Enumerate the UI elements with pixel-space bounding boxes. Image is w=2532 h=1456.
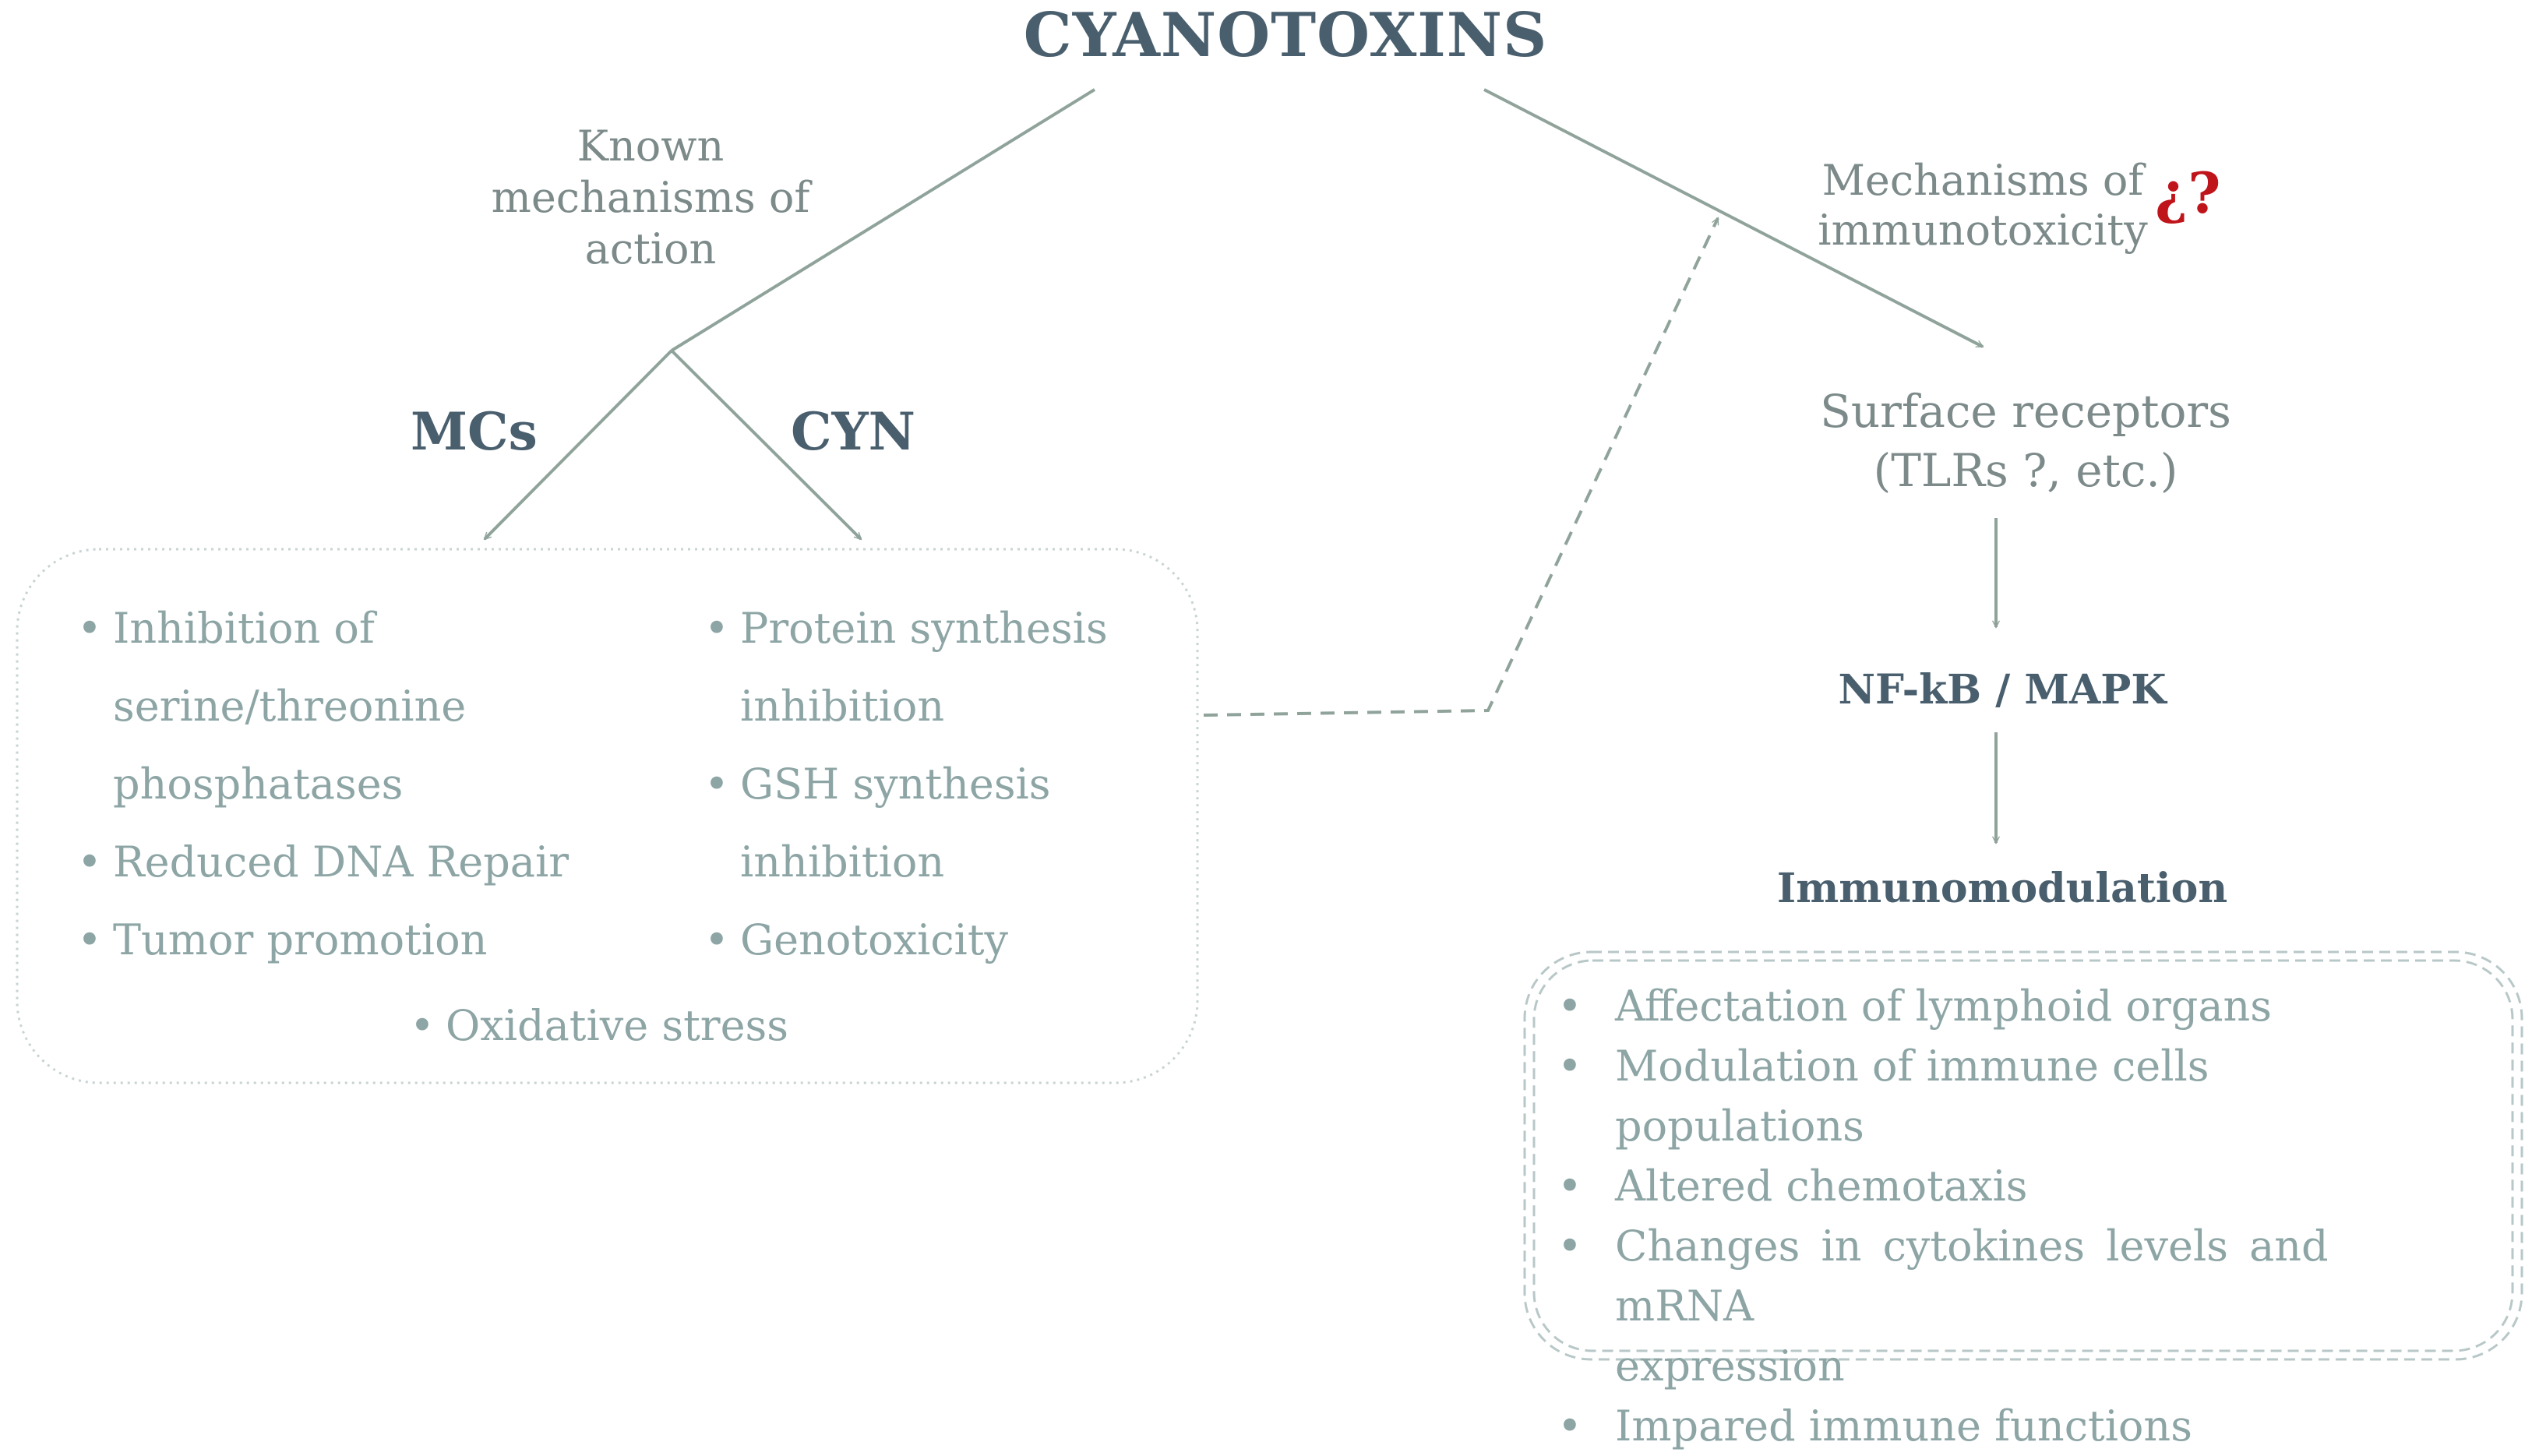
immune-effect-line: Affectation of lymphoid organs <box>1615 982 2273 1031</box>
immunotoxicity-line-1: Mechanisms of <box>1821 156 2144 205</box>
immunotoxicity-arrow <box>1483 88 1983 348</box>
cyn-effect-line: GSH synthesis <box>740 760 1051 809</box>
bullet: • <box>1557 1222 1582 1271</box>
surface-receptors-line-1: Surface receptors <box>1820 385 2231 438</box>
mcs-effect-item: • Inhibition of serine/threonine phospha… <box>77 590 569 823</box>
known-mechanisms-line-3: action <box>584 224 717 273</box>
cyn-label: CYN <box>791 401 915 462</box>
cyn-effects-list: • Protein synthesis inhibition • GSH syn… <box>704 590 1108 979</box>
bullet: • <box>1557 1162 1582 1211</box>
diagram-connectors <box>16 88 2523 1361</box>
immunotoxicity-line-2: immunotoxicity <box>1818 206 2148 255</box>
immune-effects-box-outer-border <box>1523 950 2523 1361</box>
bullet: • <box>77 604 102 653</box>
mcs-effect-item: • Reduced DNA Repair <box>77 823 570 901</box>
immune-effect-item: • Altered chemotaxis <box>1557 1156 2464 1216</box>
known-mechanisms-connector <box>670 88 1096 352</box>
bullet: • <box>704 604 729 653</box>
mcs-effect-line: Reduced DNA Repair <box>113 837 570 887</box>
immune-effect-line: expression <box>1615 1341 1845 1391</box>
mcs-arrow <box>485 349 673 539</box>
immune-effect-line: Altered chemotaxis <box>1615 1162 2028 1211</box>
cyn-effect-item: • Genotoxicity <box>704 901 1108 979</box>
cyn-effect-line: Protein synthesis <box>740 604 1108 653</box>
bullet: • <box>77 837 102 887</box>
immune-effect-line: Impared immune functions <box>1615 1401 2192 1451</box>
dashed-link-arrow <box>1203 218 1719 717</box>
mcs-effect-line: Inhibition of <box>113 604 375 653</box>
immunomodulation-label: Immunomodulation <box>1776 865 2228 912</box>
mcs-label: MCs <box>411 401 538 462</box>
immune-effect-line: Changes in cytokines levels and mRNA <box>1615 1222 2329 1331</box>
question-mark: ¿? <box>2155 160 2221 226</box>
known-mechanisms-line-2: mechanisms of <box>491 173 810 222</box>
mechanisms-box-border <box>16 548 1199 1084</box>
cyn-effect-line: inhibition <box>740 837 945 887</box>
immune-effect-item: • Modulation of immune cells populations <box>1557 1036 2464 1156</box>
shared-effect-line: Oxidative stress <box>446 1001 788 1050</box>
immune-effect-item: • Affectation of lymphoid organs <box>1557 976 2464 1036</box>
immune-effect-line: Modulation of immune cells populations <box>1615 1042 2209 1151</box>
mcs-effects-list: • Inhibition of serine/threonine phospha… <box>77 590 570 979</box>
bullet: • <box>704 915 729 964</box>
surface-receptors-line-2: (TLRs ?, etc.) <box>1873 444 2178 497</box>
bullet: • <box>1557 982 1582 1031</box>
cyn-effect-item: • GSH synthesis inhibition <box>704 746 1108 901</box>
immune-effects-list: • Affectation of lymphoid organs • Modul… <box>1557 976 2464 1456</box>
known-mechanisms-label: Known mechanisms of action <box>467 121 834 275</box>
immune-effect-item: • Changes in cytokines levels and mRNA e… <box>1557 1216 2464 1396</box>
shared-effect-item: • Oxidative stress <box>410 987 788 1065</box>
bullet: • <box>704 760 729 809</box>
cyn-effect-line: inhibition <box>740 682 945 731</box>
bullet: • <box>410 1001 435 1050</box>
bullet: • <box>77 915 102 964</box>
surface-receptors-label: Surface receptors (TLRs ?, etc.) <box>1730 382 2322 500</box>
cyn-effect-line: Genotoxicity <box>740 915 1009 964</box>
immune-effect-item: • Impared immune functions <box>1557 1396 2464 1456</box>
immunotoxicity-label: Mechanisms of immunotoxicity <box>1800 156 2166 256</box>
mcs-effect-line: Tumor promotion <box>113 915 488 964</box>
known-mechanisms-line-1: Known <box>577 122 725 171</box>
cyn-arrow <box>670 349 861 539</box>
pathway-label: NF-kB / MAPK <box>1838 666 2167 714</box>
diagram-title: CYANOTOXINS <box>1023 0 1548 71</box>
mcs-effect-line: phosphatases <box>113 760 404 809</box>
shared-effect-list: • Oxidative stress <box>410 987 788 1065</box>
cyn-effect-item: • Protein synthesis inhibition <box>704 590 1108 746</box>
mcs-effect-line: serine/threonine <box>113 682 467 731</box>
mcs-effect-item: • Tumor promotion <box>77 901 569 979</box>
immune-effects-box-inner-border <box>1532 959 2514 1352</box>
bullet: • <box>1557 1401 1582 1451</box>
bullet: • <box>1557 1042 1582 1091</box>
